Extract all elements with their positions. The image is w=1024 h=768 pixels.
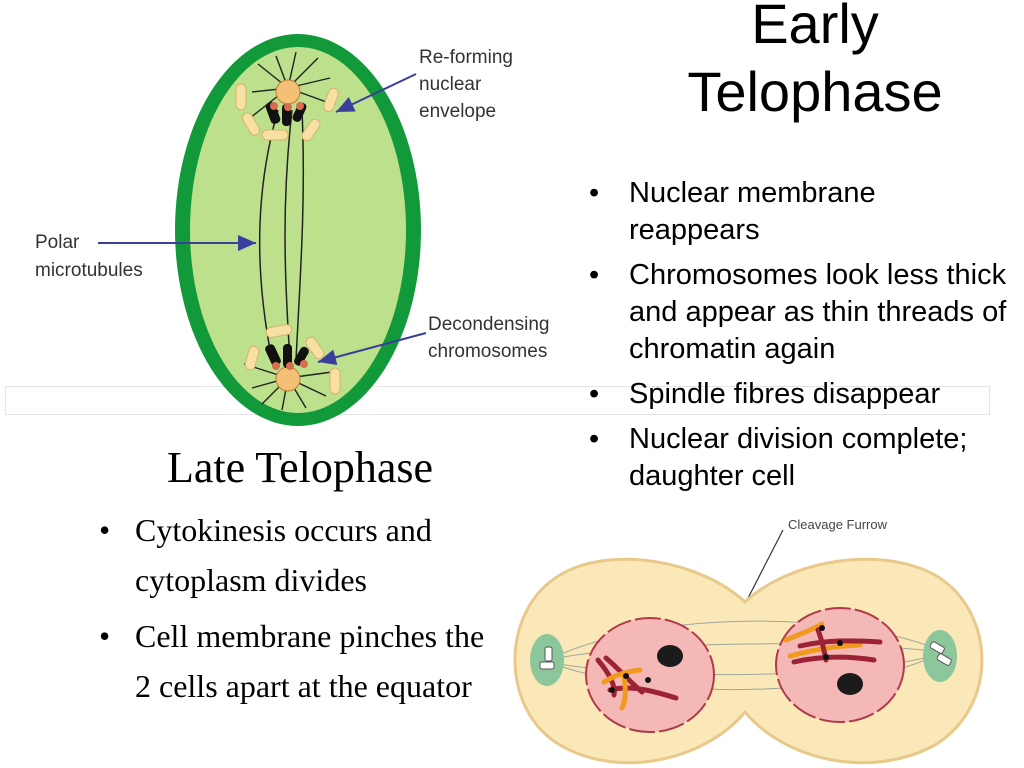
early-bullet-1: Nuclear membrane reappears	[585, 175, 1010, 249]
label-decondensing-2: chromosomes	[428, 341, 547, 362]
label-envelope-1: Re-forming	[419, 47, 513, 68]
right-daughter-nucleus	[775, 607, 905, 723]
left-daughter-nucleus	[585, 617, 715, 733]
late-bullet-2: Cell membrane pinches the 2 cells apart …	[95, 611, 505, 711]
arrow-decondensing	[317, 332, 427, 366]
right-nucleolus	[837, 673, 863, 695]
cell-cytoplasm	[190, 47, 406, 413]
early-telophase-bullets: Nuclear membrane reappears Chromosomes l…	[585, 175, 1010, 520]
arrow-envelope	[335, 73, 417, 113]
label-polar-1: Polar	[35, 232, 80, 253]
early-bullet-2: Chromosomes look less thick and appear a…	[585, 257, 1010, 368]
top-kinetochores	[270, 102, 304, 111]
label-decondensing-1: Decondensing	[428, 314, 549, 335]
label-envelope-2: nuclear	[419, 74, 482, 95]
early-bullet-3: Spindle fibres disappear	[585, 376, 1010, 413]
left-nucleolus	[657, 645, 683, 667]
early-title-line2: Telophase	[687, 60, 943, 123]
late-bullet-1: Cytokinesis occurs and cytoplasm divides	[95, 505, 505, 605]
late-telophase-bullets: Cytokinesis occurs and cytoplasm divides…	[95, 505, 505, 717]
early-bullet-4: Nuclear division complete; daughter cell	[585, 421, 1010, 495]
right-centromeres	[819, 625, 843, 660]
label-cleavage-furrow: Cleavage Furrow	[788, 517, 887, 532]
early-telophase-title: Early Telophase	[640, 0, 990, 126]
cleavage-pointer-line	[745, 529, 784, 603]
late-telophase-title: Late Telophase	[166, 443, 434, 492]
bottom-chromosomes	[265, 344, 309, 368]
bottom-vesicles	[244, 324, 341, 395]
label-envelope-3: envelope	[419, 101, 496, 122]
left-centromeres	[609, 673, 651, 693]
bottom-kinetochores	[272, 360, 308, 370]
early-title-line1: Early	[751, 0, 879, 55]
top-vesicles	[235, 83, 339, 142]
pole-centrioles	[539, 641, 952, 670]
label-polar-2: microtubules	[35, 260, 143, 281]
